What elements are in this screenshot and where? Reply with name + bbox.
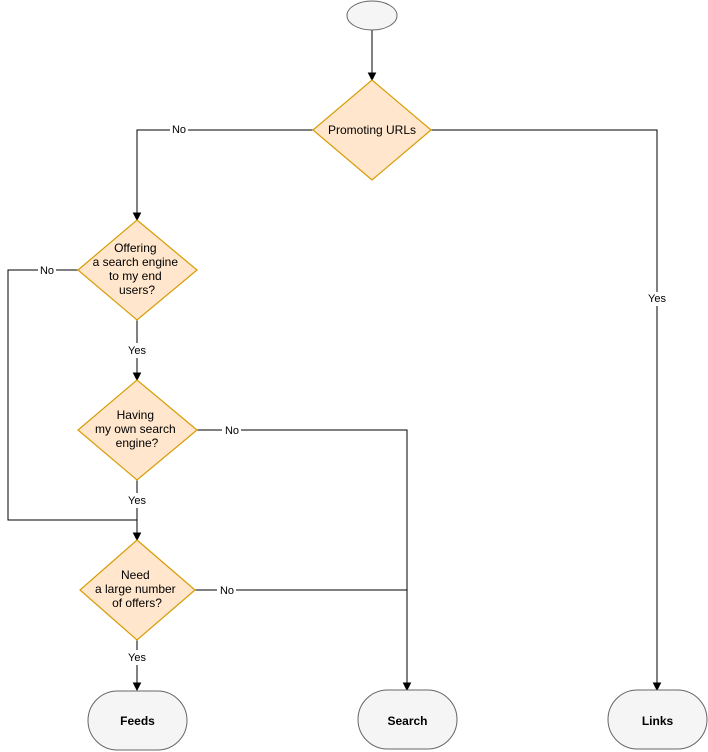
terminal-label-feeds: Feeds	[120, 714, 155, 728]
edge-label-promoting-no: No	[172, 124, 186, 136]
node-text-line: Offering	[114, 241, 156, 255]
svg-text:Promoting URLs: Promoting URLs	[328, 123, 416, 137]
edge-label-offering-yes: Yes	[128, 345, 146, 357]
terminal-search: Search	[357, 689, 458, 750]
decision-own-search-engine: Having my own search engine?	[77, 379, 198, 481]
edge-own-no: No	[197, 423, 412, 692]
start-node	[346, 0, 398, 31]
node-text-line: users?	[119, 283, 155, 297]
node-text-line: Promoting URLs	[328, 123, 416, 137]
decision-large-offers: Need a large number of offers?	[79, 539, 196, 641]
decision-offering-search: Offering a search engine to my end users…	[77, 219, 198, 321]
edge-label-own-yes: Yes	[128, 495, 146, 507]
node-text-line: a large number	[95, 582, 176, 596]
edge-label-promoting-yes: Yes	[648, 293, 666, 305]
terminal-label-search: Search	[387, 714, 427, 728]
terminal-links: Links	[607, 689, 708, 750]
edge-promoting-no: No	[132, 124, 313, 222]
edge-offering-no: No	[7, 264, 137, 521]
edge-large-no: No	[195, 583, 407, 597]
nodes: Promoting URLs Offering a search engine …	[77, 0, 708, 751]
edge-label-own-no: No	[225, 425, 239, 437]
decision-promoting-urls: Promoting URLs	[312, 79, 432, 181]
node-text-line: a search engine	[93, 255, 179, 269]
node-text-line: engine?	[116, 436, 159, 450]
edge-label-large-yes: Yes	[128, 652, 146, 664]
terminal-feeds: Feeds	[87, 690, 188, 751]
edge-own-yes: Yes	[124, 480, 150, 542]
edges: Offering --> No Links --> Yes loop to Ne…	[7, 30, 669, 692]
edge-offering-yes: Yes	[124, 320, 150, 382]
svg-text:Offering a search engi: Offering a search engine to my end users…	[93, 241, 182, 297]
edge-start-to-promoting	[367, 30, 377, 82]
edge-large-yes: Yes	[124, 640, 150, 692]
node-text-line: to my end	[109, 269, 162, 283]
svg-text:Need a large number: Need a large number of offers?	[95, 568, 179, 610]
node-text-line: of offers?	[112, 596, 162, 610]
edge-label-offering-no: No	[40, 265, 54, 277]
node-text-line: Having	[117, 408, 154, 422]
node-text-line: my own search	[95, 422, 176, 436]
edge-promoting-yes: Yes	[431, 129, 669, 692]
node-text-line: Need	[121, 568, 150, 582]
edge-label-large-no: No	[220, 585, 234, 597]
svg-text:Having my own search: Having my own search engine?	[95, 408, 179, 450]
terminal-label-links: Links	[642, 714, 674, 728]
